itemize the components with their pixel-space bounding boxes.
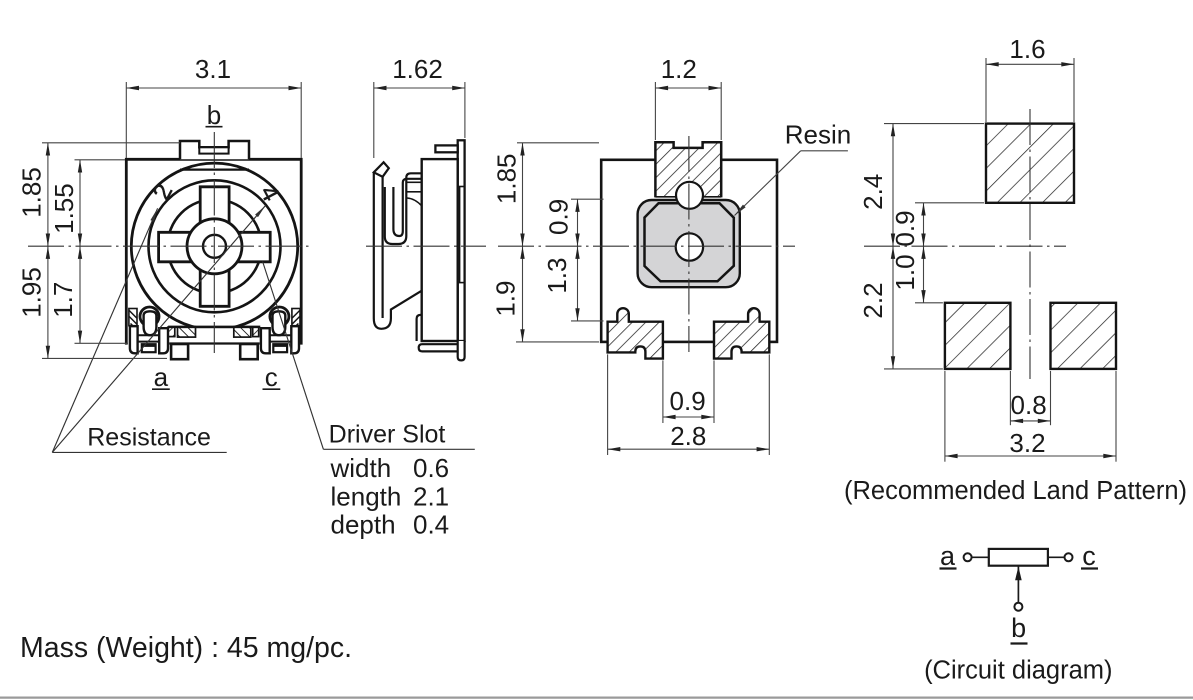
- svg-text:1.85: 1.85: [17, 167, 47, 218]
- svg-text:1.3: 1.3: [542, 258, 572, 294]
- svg-text:depth: depth: [331, 510, 396, 540]
- svg-text:1.2: 1.2: [661, 54, 697, 84]
- svg-text:1.0: 1.0: [890, 254, 920, 290]
- svg-text:2.8: 2.8: [670, 421, 706, 451]
- svg-text:(Recommended Land Pattern): (Recommended Land Pattern): [844, 477, 1187, 505]
- svg-text:0.9: 0.9: [890, 210, 920, 246]
- svg-text:2.1: 2.1: [413, 482, 449, 512]
- svg-text:2.2: 2.2: [858, 282, 888, 318]
- svg-text:Driver Slot: Driver Slot: [329, 420, 446, 448]
- svg-text:1.95: 1.95: [17, 267, 47, 318]
- svg-text:0.8: 0.8: [1011, 390, 1047, 420]
- svg-text:a: a: [940, 541, 956, 571]
- svg-text:c: c: [265, 362, 278, 392]
- svg-text:1.55: 1.55: [49, 183, 79, 234]
- svg-text:Resistance: Resistance: [87, 424, 211, 452]
- svg-text:0.9: 0.9: [544, 199, 574, 235]
- svg-text:1.9: 1.9: [491, 281, 521, 317]
- svg-text:a: a: [154, 362, 169, 392]
- svg-text:1.85: 1.85: [492, 153, 522, 204]
- svg-text:0.4: 0.4: [413, 510, 449, 540]
- svg-text:2.4: 2.4: [858, 174, 888, 210]
- svg-text:1.6: 1.6: [1009, 34, 1045, 64]
- svg-text:width: width: [330, 453, 392, 483]
- svg-text:c: c: [1082, 541, 1096, 571]
- svg-text:Mass (Weight) : 45 mg/pc.: Mass (Weight) : 45 mg/pc.: [20, 632, 352, 664]
- svg-text:b: b: [207, 100, 221, 130]
- svg-text:3.2: 3.2: [1009, 428, 1045, 458]
- svg-text:length: length: [331, 482, 402, 512]
- svg-text:3.1: 3.1: [195, 54, 231, 84]
- svg-text:b: b: [1011, 613, 1026, 643]
- svg-text:1.62: 1.62: [392, 54, 443, 84]
- svg-text:Resin: Resin: [785, 120, 851, 150]
- svg-text:(Circuit diagram): (Circuit diagram): [924, 657, 1112, 685]
- svg-text:0.6: 0.6: [413, 453, 449, 483]
- svg-text:0.9: 0.9: [670, 386, 706, 416]
- svg-text:1.7: 1.7: [48, 282, 78, 318]
